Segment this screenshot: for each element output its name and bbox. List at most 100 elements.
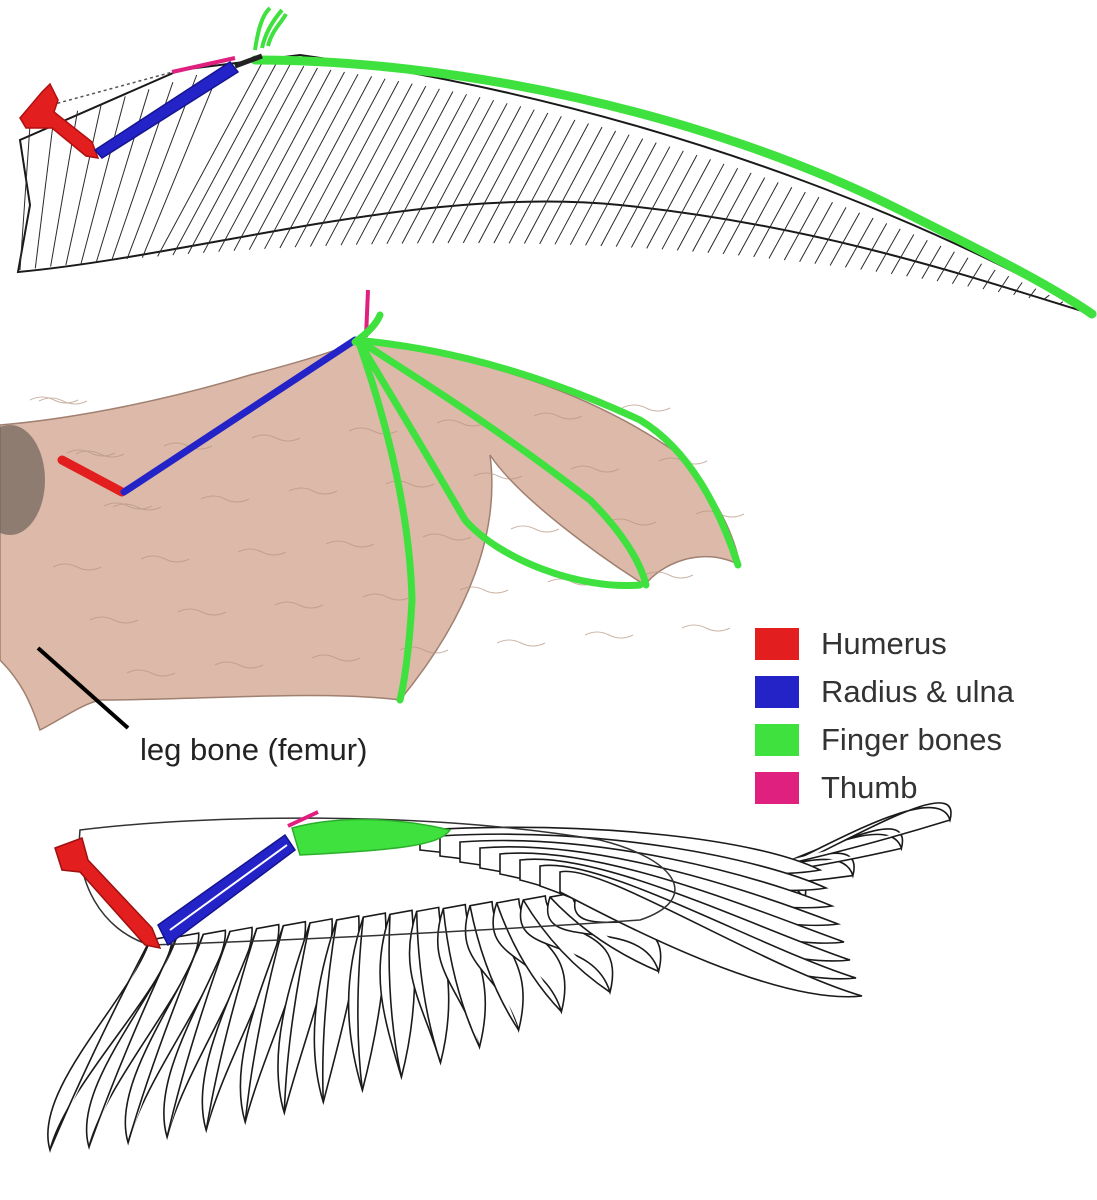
pterosaur-fibre [768,191,806,259]
pterosaur-fibre [906,239,928,277]
bat-wrinkle [126,669,176,677]
humerus-swatch [755,628,799,660]
pterosaur-fibre [355,88,440,245]
pterosaur-thumb [171,56,236,74]
pterosaur-fibre [890,234,915,275]
bat-wrinkle [607,518,657,526]
pterosaur-fibre [967,263,983,287]
pterosaur-fibre [799,201,833,263]
pterosaur-fibre [325,83,413,247]
bat-wrinkle [177,608,227,616]
pterosaur-fibre [814,207,847,264]
bird-feather-rachis [88,936,178,1148]
bat-wrinkle [274,601,324,609]
pterosaur-fibre [478,112,549,244]
bat-wrinkle [510,525,560,533]
pterosaur-fibre [279,76,373,249]
bird-wing [47,802,952,1153]
thumb-swatch [755,772,799,804]
pterosaur-fibre [997,275,1010,293]
femur-callout-line [36,646,130,730]
pterosaur-fibre [951,257,969,284]
pterosaur-fibre [692,168,739,252]
bird-thumb [287,810,319,828]
pterosaur-fibre [1059,301,1064,305]
pterosaur-fibre [1043,294,1050,300]
bird-finger-bones [291,818,452,856]
bat-wrinkle [459,586,509,594]
legend-label-finger-bones: Finger bones [821,722,1002,757]
pterosaur-wing [16,6,1097,319]
legend-item-radius-ulna: Radius & ulna [755,668,1014,716]
bird-feather-rachis [49,939,151,1151]
pterosaur-fibre [615,146,671,247]
radius-ulna-swatch [755,676,799,708]
legend-label-thumb: Thumb [821,770,918,805]
bat-wrinkle [237,548,287,556]
pterosaur-fibre [707,172,752,253]
pterosaur-fibre [508,119,576,244]
pterosaur-fibre [416,99,495,244]
pterosaur-fibre [172,62,278,256]
pterosaur-fibre [722,177,766,255]
bat-wrinkle [436,419,486,427]
bird-feather-rachis [442,908,481,1048]
pterosaur-fibre [218,67,318,252]
pterosaur-fibre [569,134,630,246]
bat-wrinkle [584,631,634,639]
bat-wrinkle [621,404,671,412]
pterosaur-fibre [462,109,535,244]
bone-legend: Humerus Radius & ulna Finger bones Thumb [755,620,1014,812]
pterosaur-fibre [371,91,454,245]
bird-humerus [54,837,162,950]
bat-wrinkle [29,396,79,404]
bat-wrinkle [362,593,412,601]
bird-feather-rachis [495,902,562,1013]
bird-feather-rachis [205,928,258,1131]
pterosaur-fibre [309,80,400,247]
bat-wrinkle [38,397,88,405]
pterosaur-fibres [19,60,1091,315]
pterosaur-fibre [264,73,359,250]
bird-feather-rachis [321,919,338,1103]
bat-membrane [0,339,742,732]
pterosaur-fibre [202,65,305,254]
pterosaur-fibre [95,89,150,263]
pterosaur-fibre [1028,288,1037,299]
pterosaur-fibre [844,217,874,268]
bird-feather-rachis [283,922,311,1113]
pterosaur-finger-bones [250,55,1097,319]
pterosaur-fibre [141,67,221,258]
pterosaur-fibre [34,117,55,269]
bat-wrinkle [681,624,731,632]
pterosaur-fibre [875,228,901,272]
bat-wrinkle [385,480,435,488]
bat-wrinkle [288,487,338,495]
bat-wrinkle [200,495,250,503]
bird-feather-rachis [549,896,659,973]
pterosaur-fibre [646,154,698,249]
pterosaur-fibre [493,116,562,244]
pterosaur-fibre [523,123,589,244]
pterosaur-fibre [187,64,291,255]
bat-wrinkle [533,412,583,420]
bird-feather-rachis [522,899,611,993]
pterosaur-fibre [753,186,793,258]
legend-item-humerus: Humerus [755,620,1014,668]
bird-feather-rachis [127,933,205,1143]
bat-wrinkle [473,472,523,480]
pterosaur-wrist [234,53,263,69]
bat-wrinkle [214,661,264,669]
pterosaur-leading-edge [39,69,181,109]
pterosaur-humerus [19,82,100,159]
bat-wrinkle [103,502,153,510]
bat-wrinkle [112,503,162,511]
pterosaur-fibre [982,269,996,290]
bat-wrinkle [311,654,361,662]
pterosaur-fibre [936,251,955,282]
pterosaur-membrane [16,53,1096,316]
pterosaur-fibre [921,245,942,279]
pterosaur-hand-claws [253,6,288,51]
bat-wrinkle [644,571,694,579]
bat-wrinkle [325,540,375,548]
